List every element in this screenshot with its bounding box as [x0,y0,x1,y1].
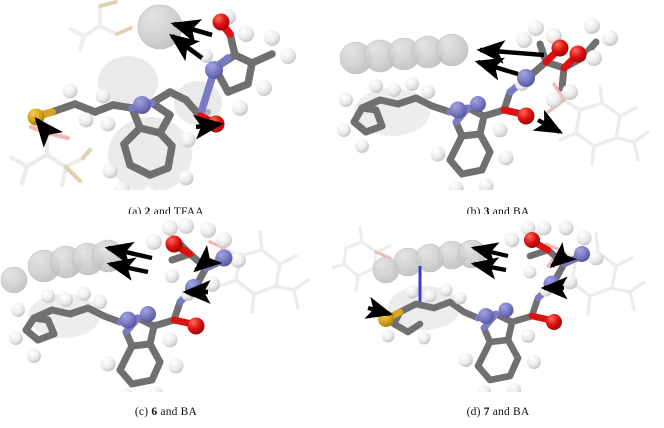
nitrogen-atom-indole-c [119,311,137,329]
nitrogen-atom-amide-c [185,279,203,297]
nitrogen-atom-indole-d [478,308,494,324]
arrow-2 [169,33,204,62]
panel-d: (d) 7 and BA [332,214,664,428]
molecule-viewport-c [0,214,332,392]
nitrogen-atom-terminal-c [215,249,233,267]
panel-c: (c) 6 and BA [0,214,332,428]
molecule-viewport-b [332,0,664,190]
nitrogen-atom-terminal-d [574,246,590,262]
oxygen-atom-carbonyl-b [517,107,535,125]
caption-d: (d) 7 and BA [332,406,664,418]
arrow-3 [192,114,224,140]
arrow-b2 [474,57,519,81]
arrow-d2 [470,257,507,280]
translucent-probe-sphere [137,4,183,50]
interaction-arrows [34,19,224,148]
arrow-d3 [549,242,578,269]
nitrogen-atom-amide [205,61,223,79]
arrow-c2 [106,257,149,281]
panel-a: (a) 2 and TFAA [0,0,332,218]
oxygen-atom-1-b [551,39,569,57]
arrow-b3 [532,109,564,134]
nitrogen-atom-indole [133,96,151,114]
caption-d-suffix: and BA [492,406,530,418]
oxygen-atom-1-c [165,235,183,253]
interaction-arrows-c [104,241,223,304]
oxygen-atom-carbonyl-d [546,314,562,330]
caption-c-suffix: and BA [160,406,198,418]
oxygen-atom-carbonyl-c [187,317,205,335]
ghost-molecule-tfaa-upper [68,0,133,52]
translucent-chain-spheres [339,33,469,75]
nitrogen-atom-ring-b [470,96,486,112]
hydrogen-atoms-d [381,220,604,392]
caption-c-prefix: (c) [134,406,149,418]
translucent-chain-spheres-c [0,239,125,294]
caption-c-compound: 6 [151,406,158,418]
arrow-d5 [364,296,394,319]
hydrogen-atoms-c [9,218,246,392]
nitrogen-atom-indole-b [449,101,467,119]
nitrogen-atom-amide-b [517,69,535,87]
arrow-1 [170,19,213,44]
arrow-b1 [476,40,545,64]
arrow-c1 [104,241,153,266]
caption-a-compound: 2 [144,206,151,218]
caption-c: (c) 6 and BA [0,406,332,418]
oxygen-atom-2-b [569,45,587,63]
molecule-viewport-a [0,0,332,190]
arrow-d1 [470,242,509,265]
interaction-arrows-d [364,242,578,319]
hydrogen-atoms [62,9,296,190]
nitrogen-atom-ring-d [498,302,514,318]
arrow-c3 [193,244,223,273]
oxygen-atom-1-d [524,232,540,248]
arrow-4 [34,117,63,148]
oxygen-atom-ester [212,13,230,31]
molecule-viewport-d [332,214,664,392]
caption-d-compound: 7 [483,406,490,418]
panel-b: (b) 3 and BA [332,0,664,218]
caption-d-prefix: (d) [466,406,481,418]
interaction-arrows-b [474,40,564,134]
caption-b-compound: 3 [483,206,490,218]
heteroatom-spheres-b [449,39,587,125]
nitrogen-atom-ring-c [140,306,156,322]
